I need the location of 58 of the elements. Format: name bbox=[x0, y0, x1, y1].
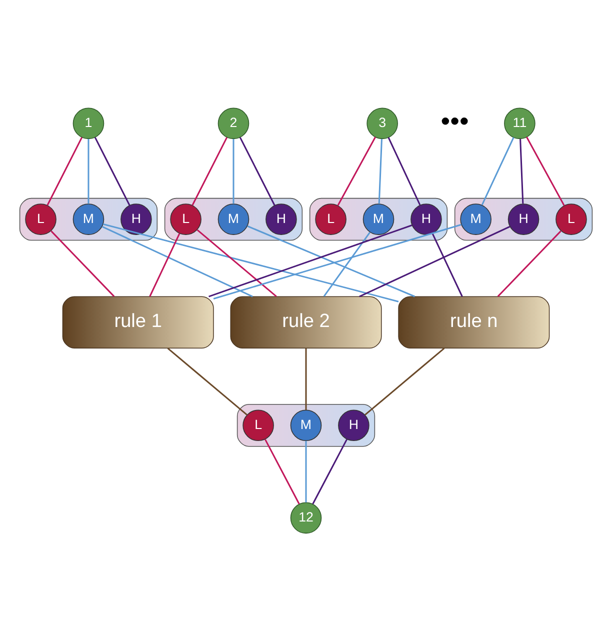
connector bbox=[520, 138, 524, 204]
node-circle: H bbox=[508, 203, 540, 234]
cluster bbox=[19, 197, 158, 240]
node-circle: H bbox=[410, 203, 442, 234]
label: ••• bbox=[440, 106, 469, 136]
node-box: rule n bbox=[398, 296, 550, 348]
connector bbox=[388, 136, 421, 205]
cluster bbox=[454, 197, 593, 240]
connector bbox=[167, 347, 248, 415]
node-circle: M bbox=[72, 203, 104, 234]
connector bbox=[149, 232, 180, 296]
node-circle: M bbox=[460, 203, 492, 234]
node-circle: L bbox=[242, 409, 274, 441]
connector bbox=[102, 225, 253, 297]
node-circle: H bbox=[120, 203, 152, 234]
connector bbox=[481, 136, 514, 205]
node-circle: 2 bbox=[218, 107, 250, 139]
connector bbox=[305, 440, 307, 502]
node-circle: H bbox=[266, 203, 297, 234]
connector bbox=[208, 224, 412, 297]
node-box: rule 2 bbox=[230, 296, 382, 348]
node-circle: M bbox=[290, 409, 322, 441]
node-circle: 1 bbox=[72, 107, 104, 139]
node-circle: L bbox=[25, 203, 56, 234]
connector bbox=[364, 347, 445, 415]
connector bbox=[192, 136, 228, 206]
connector bbox=[46, 136, 83, 206]
node-circle: M bbox=[362, 203, 394, 234]
connector bbox=[196, 228, 277, 297]
connector bbox=[378, 138, 382, 204]
node-circle: 3 bbox=[366, 107, 398, 139]
node-circle: L bbox=[170, 203, 202, 234]
connector bbox=[50, 230, 115, 296]
connector bbox=[239, 136, 276, 206]
node-circle: L bbox=[556, 203, 587, 234]
connector bbox=[432, 232, 463, 296]
cluster bbox=[309, 197, 448, 240]
connector bbox=[305, 348, 307, 410]
connector bbox=[264, 438, 300, 504]
node-box: rule 1 bbox=[62, 296, 214, 348]
connector bbox=[102, 222, 399, 302]
connector bbox=[94, 136, 130, 206]
connector bbox=[88, 138, 90, 204]
connector bbox=[497, 230, 562, 296]
connector bbox=[247, 224, 416, 297]
connector bbox=[526, 136, 565, 206]
connector bbox=[232, 138, 234, 204]
cluster bbox=[236, 404, 376, 446]
connector bbox=[312, 438, 348, 504]
node-circle: M bbox=[218, 203, 250, 234]
connector bbox=[359, 225, 510, 297]
node-circle: L bbox=[315, 203, 346, 234]
connector bbox=[337, 136, 376, 206]
node-circle: 11 bbox=[504, 107, 536, 139]
cluster bbox=[164, 197, 303, 240]
node-circle: 12 bbox=[290, 502, 322, 534]
connector bbox=[323, 231, 371, 296]
node-circle: H bbox=[338, 409, 370, 441]
